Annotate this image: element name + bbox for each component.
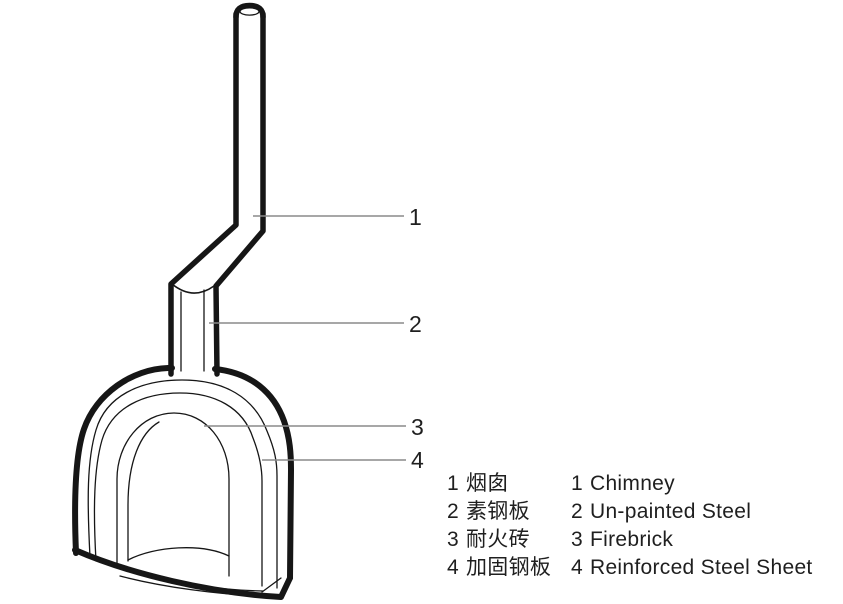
base-lip-lower bbox=[119, 575, 259, 597]
legend-number: 4 bbox=[447, 556, 459, 579]
firebox-floor-edge bbox=[127, 547, 230, 561]
callout-label-3: 3 bbox=[411, 414, 424, 440]
legend: 1 烟囱 2 素钢板 3 耐火砖 4 加固钢板 1 Chimney 2 Un-painted… bbox=[447, 470, 813, 582]
legend-label-en: Reinforced Steel Sheet bbox=[589, 556, 813, 579]
legend-label-zh: 烟囱 bbox=[465, 472, 509, 495]
pipe-joint-rim bbox=[171, 283, 215, 294]
firebrick-layer-arc bbox=[93, 392, 263, 587]
callout-label-1: 1 bbox=[409, 204, 422, 230]
legend-number: 1 bbox=[571, 472, 583, 495]
legend-label-zh: 加固钢板 bbox=[465, 556, 552, 579]
legend-label-en: Un-painted Steel bbox=[589, 500, 752, 523]
legend-row-3-en: 3 Firebrick bbox=[571, 526, 813, 554]
legend-row-1-zh: 1 烟囱 bbox=[447, 470, 571, 498]
legend-row-4-en: 4 Reinforced Steel Sheet bbox=[571, 554, 813, 582]
legend-row-2-zh: 2 素钢板 bbox=[447, 498, 571, 526]
steel-sheet-layer-arc bbox=[87, 379, 278, 589]
wall-corner-chamfer bbox=[261, 577, 282, 593]
legend-number: 4 bbox=[571, 556, 583, 579]
dome-outline-left bbox=[72, 365, 175, 556]
legend-label-zh: 素钢板 bbox=[465, 500, 530, 523]
legend-label-en: Chimney bbox=[589, 472, 675, 495]
legend-label-zh: 耐火砖 bbox=[465, 528, 530, 551]
chimney-top-cap bbox=[233, 2, 266, 20]
legend-number: 2 bbox=[447, 500, 459, 523]
base-lip-upper bbox=[110, 564, 264, 592]
chimney-outline-left bbox=[168, 11, 239, 377]
legend-row-4-zh: 4 加固钢板 bbox=[447, 554, 571, 582]
legend-row-3-zh: 3 耐火砖 bbox=[447, 526, 571, 554]
legend-label-en: Firebrick bbox=[589, 528, 674, 551]
firebox-opening-arch bbox=[116, 412, 230, 577]
callout-label-2: 2 bbox=[409, 311, 422, 337]
legend-row-2-en: 2 Un-painted Steel bbox=[571, 498, 813, 526]
dome-outline-right bbox=[212, 366, 294, 581]
chimney-top-opening bbox=[239, 7, 260, 16]
callout-label-4: 4 bbox=[411, 447, 424, 473]
legend-number: 3 bbox=[447, 528, 459, 551]
legend-number: 2 bbox=[571, 500, 583, 523]
chimney-pipe-body bbox=[171, 5, 263, 378]
legend-row-1-en: 1 Chimney bbox=[571, 470, 813, 498]
legend-column-chinese: 1 烟囱 2 素钢板 3 耐火砖 4 加固钢板 bbox=[447, 470, 571, 582]
chimney-outline-right bbox=[213, 11, 266, 377]
legend-number: 1 bbox=[447, 472, 459, 495]
opening-arch-inner-edge bbox=[127, 421, 160, 562]
legend-number: 3 bbox=[571, 528, 583, 551]
